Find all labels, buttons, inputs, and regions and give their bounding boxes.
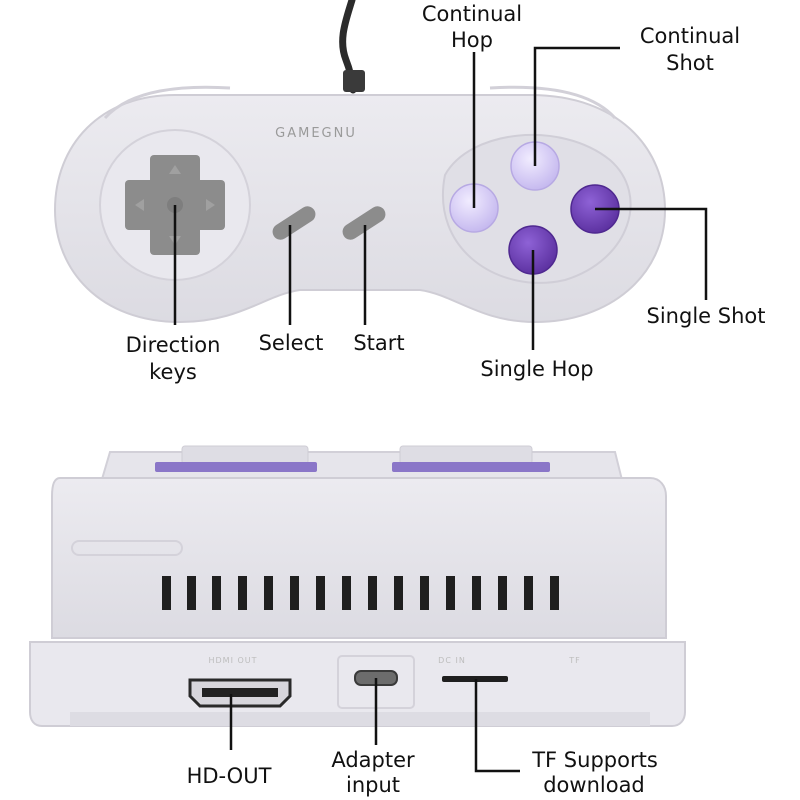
label-single-hop: Single Hop bbox=[480, 357, 593, 381]
brand-logo: GAMEGNU bbox=[275, 126, 357, 141]
leader-continual-shot bbox=[533, 46, 620, 166]
right-ridge bbox=[399, 445, 533, 465]
leader-tf bbox=[474, 679, 520, 773]
base-feet bbox=[70, 712, 650, 726]
hdmi-port-contacts bbox=[202, 688, 278, 697]
select-button[interactable] bbox=[270, 203, 319, 243]
power-switch[interactable] bbox=[155, 462, 317, 472]
button-well bbox=[442, 134, 632, 284]
start-button[interactable] bbox=[340, 203, 389, 243]
reset-switch[interactable] bbox=[392, 462, 550, 472]
dc-port-mark: DC IN bbox=[438, 656, 466, 665]
label-direction-keys: Direction bbox=[126, 333, 221, 357]
label-continual-hop-2: Hop bbox=[451, 28, 493, 52]
label-single-shot: Single Shot bbox=[647, 304, 766, 328]
left-shoulder bbox=[103, 85, 231, 120]
label-tf-supports: TF Supports bbox=[531, 748, 658, 772]
label-hd-out: HD-OUT bbox=[187, 764, 272, 788]
console-front bbox=[51, 477, 667, 639]
label-continual-hop: Continual bbox=[422, 2, 522, 26]
right-shoulder bbox=[489, 85, 617, 120]
front-emblem bbox=[71, 540, 183, 556]
controller: GAMEGNU Continual Hop Continual Shot Sin… bbox=[53, 0, 766, 384]
vent-grille bbox=[162, 576, 559, 610]
hdmi-port-mark: HDMI OUT bbox=[208, 656, 257, 665]
label-direction-keys-2: keys bbox=[149, 360, 197, 384]
leader-single-shot bbox=[595, 207, 708, 300]
label-start: Start bbox=[353, 331, 404, 355]
label-select: Select bbox=[259, 331, 324, 355]
label-continual-shot: Continual bbox=[640, 24, 740, 48]
label-continual-shot-2: Shot bbox=[666, 51, 714, 75]
label-adapter-input: Adapter bbox=[331, 748, 415, 772]
cable-strain-relief bbox=[343, 70, 365, 92]
tf-slot-mark: TF bbox=[568, 656, 581, 665]
left-ridge bbox=[181, 445, 309, 465]
label-adapter-input-2: input bbox=[346, 773, 400, 797]
console: HDMI OUT DC IN TF HD-OUT Adapter input T… bbox=[29, 445, 686, 797]
label-tf-download: download bbox=[543, 773, 645, 797]
